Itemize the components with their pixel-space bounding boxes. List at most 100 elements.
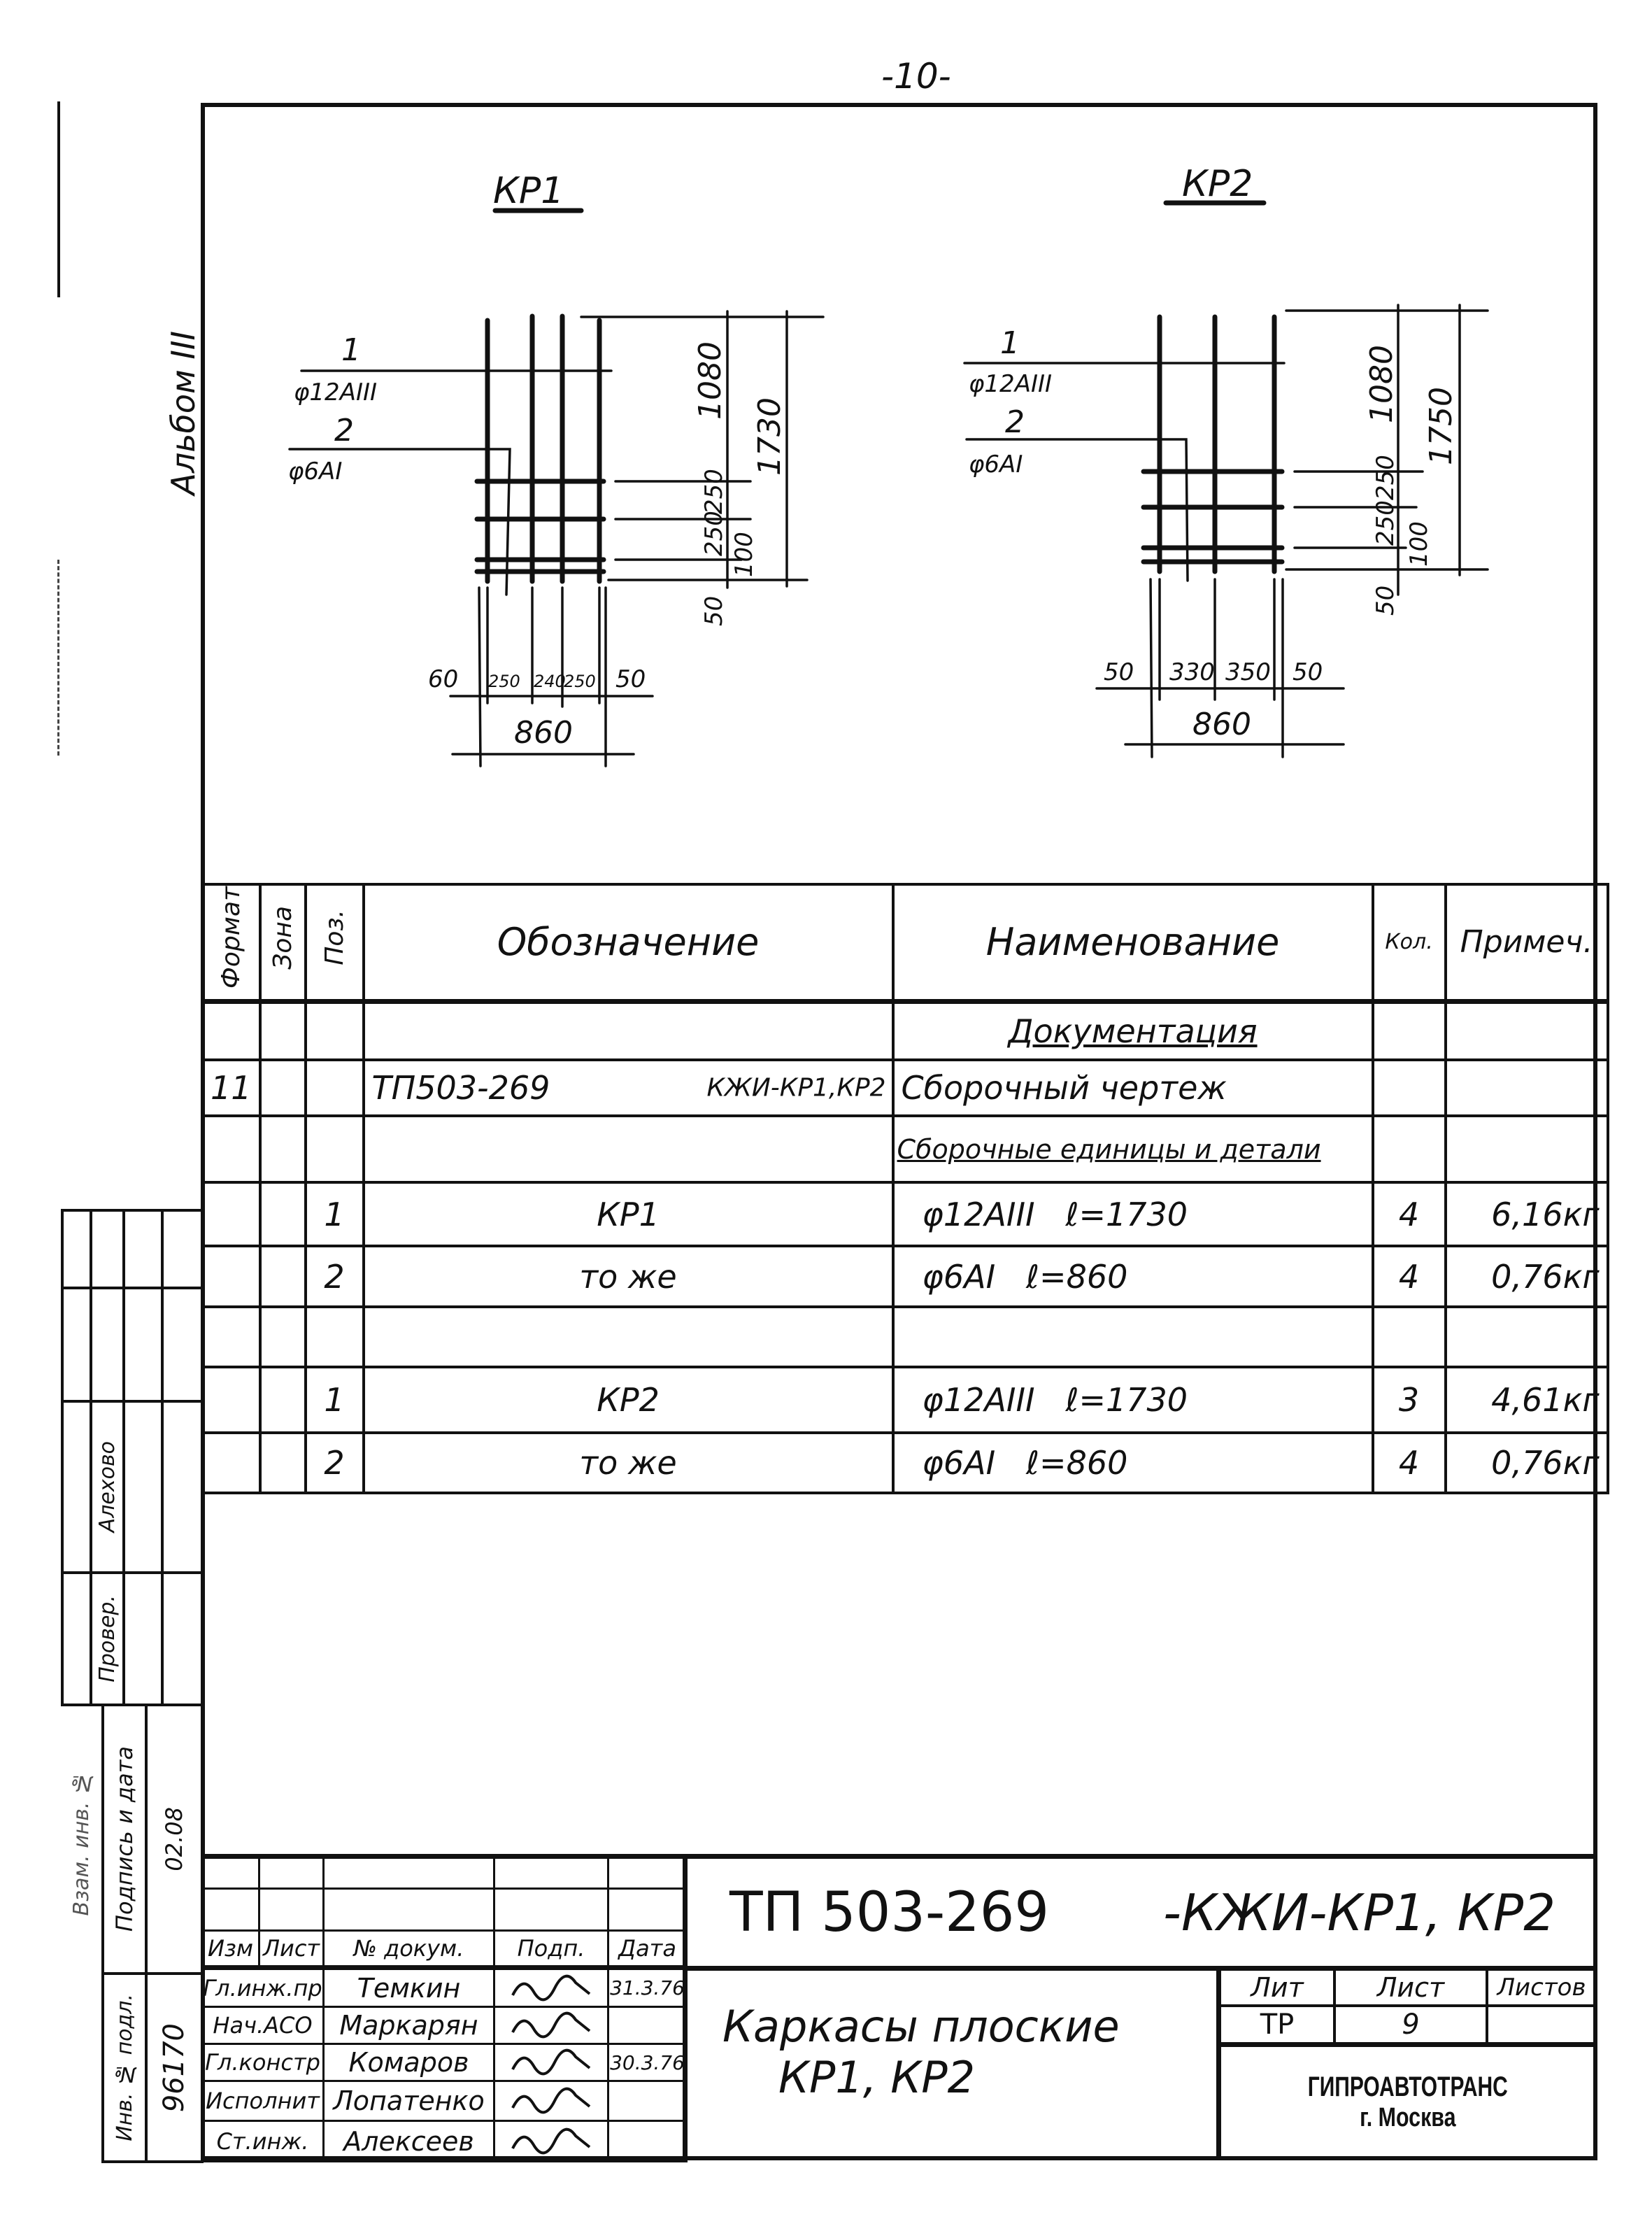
stamp-cell <box>201 1888 260 1932</box>
signer-date <box>607 2006 688 2045</box>
cell-designation: то же <box>362 1245 895 1308</box>
side-stamp-cell <box>122 1571 164 1706</box>
stamp-cell <box>493 1854 609 1890</box>
cell-designation: КР1 <box>362 1181 895 1247</box>
kp2-dim-h: 330 <box>1169 658 1215 686</box>
kp2-pos-1: 1 <box>1000 325 1020 361</box>
cell-note: 6,16кг <box>1444 1181 1609 1247</box>
sheets-label: Листов <box>1486 1968 1597 2007</box>
kp2-bar-1: φ12AIII <box>969 370 1052 398</box>
stamp-cell <box>607 1854 688 1890</box>
kp1-dim-bottom: 50 <box>700 596 728 626</box>
signer-role: Гл.констр <box>201 2043 325 2082</box>
side-stamp-cell <box>90 1287 125 1403</box>
side-stamp-cell <box>161 1287 204 1403</box>
stamp-cell <box>607 1888 688 1932</box>
cell-qty: 4 <box>1371 1431 1447 1494</box>
spec-row: Документация <box>201 1000 1609 1061</box>
signature-icon <box>511 2087 591 2114</box>
header-qty: Кол. <box>1371 883 1447 1004</box>
signer-role: Ст.инж. <box>201 2120 325 2162</box>
replace-inv-label-text: Взам. инв. № <box>69 1771 94 1916</box>
kp2-dim-step: 100 <box>1405 521 1433 567</box>
lit-value: ТР <box>1218 2004 1336 2045</box>
header-note: Примеч. <box>1444 883 1609 1004</box>
cell-qty: 3 <box>1371 1366 1447 1434</box>
organization-city: г. Москва <box>1360 2103 1456 2132</box>
designation-suffix: КЖИ-КР1,КР2 <box>706 1073 886 1103</box>
signer-role: Гл.инж.пр <box>201 1968 325 2008</box>
stamp-cell <box>258 1888 325 1932</box>
stamp-cell <box>322 1888 495 1932</box>
cell-name: Документация <box>891 1000 1374 1061</box>
cell-designation <box>362 1114 895 1184</box>
page-number: -10- <box>881 56 951 97</box>
kp1-dim-h: 240 <box>534 672 566 691</box>
designation-text: КР1 <box>597 1195 660 1233</box>
cell-qty <box>1371 1000 1447 1061</box>
header-designation: Обозначение <box>362 883 895 1004</box>
kp1-leader-2 <box>288 448 511 596</box>
signature-scribble <box>493 2006 609 2045</box>
kp2-dim-h: 50 <box>1104 658 1134 686</box>
cell-designation <box>362 1000 895 1061</box>
stamp-header-doc_no: № докум. <box>322 1929 495 1970</box>
signature-scribble <box>493 2120 609 2162</box>
stamp-header-date: Дата <box>607 1929 688 1970</box>
cell-name: φ6AI ℓ=860 <box>891 1245 1374 1308</box>
side-stamp-cell <box>161 1400 204 1574</box>
side-stamp-cell <box>161 1571 204 1706</box>
cell-zone <box>258 1366 307 1434</box>
signer-date: 30.3.76 <box>607 2043 688 2082</box>
cell-format <box>201 1431 262 1494</box>
cell-qty <box>1371 1114 1447 1184</box>
cell-name: φ12AIII ℓ=1730 <box>891 1181 1374 1247</box>
side-stamp-cell <box>122 1209 164 1289</box>
kp1-pos-2: 2 <box>334 413 354 448</box>
side-stamp-cell <box>61 1287 92 1403</box>
signer-role: Исполнит <box>201 2080 325 2122</box>
side-stamp-cell <box>90 1209 125 1289</box>
reinforcement-drawings: КР1 1 φ12AIII 2 φ6AI 1080 1730 2 <box>288 163 1489 767</box>
kp2-pos-2: 2 <box>1005 404 1025 440</box>
cell-zone <box>258 1114 307 1184</box>
sheet-value: 9 <box>1333 2004 1488 2045</box>
cell-pos: 2 <box>304 1431 365 1494</box>
signature-scribble <box>493 2080 609 2122</box>
cell-pos: 1 <box>304 1181 365 1247</box>
signer-name: Маркарян <box>322 2006 495 2045</box>
signer-name: Комаров <box>322 2043 495 2082</box>
cell-zone <box>258 1431 307 1494</box>
checked-name-text: Алехово <box>95 1441 120 1533</box>
cell-pos <box>304 1114 365 1184</box>
kp1-title: КР1 <box>493 170 564 212</box>
organization-name: ГИПРОАВТОТРАНС <box>1307 2071 1509 2102</box>
signer-date <box>607 2080 688 2122</box>
checked-label: Провер. <box>90 1571 125 1706</box>
cell-note <box>1444 1114 1609 1184</box>
cell-format <box>201 1181 262 1247</box>
side-stamp-cell <box>61 1400 92 1574</box>
cell-name: φ12AIII ℓ=1730 <box>891 1366 1374 1434</box>
signature-icon <box>511 2127 591 2154</box>
sign-date-value: 02.08 <box>145 1704 204 1975</box>
doc-code-cell: ТП 503-269 -КЖИ-КР1, КР2 <box>683 1854 1597 1971</box>
cell-note: 0,76кг <box>1444 1431 1609 1494</box>
kp2-dim-h: 350 <box>1225 658 1271 686</box>
sign-date-label-text: Подпись и дата <box>111 1746 138 1932</box>
kp2-leader-2 <box>965 438 1189 582</box>
doc-name-line1: Каркасы плоские <box>722 2001 1120 2052</box>
kp1-dim-1080: 1080 <box>692 341 728 420</box>
kp2-dim-bottom: 50 <box>1372 586 1400 616</box>
cell-pos <box>304 1305 365 1368</box>
cell-zone <box>258 1058 307 1117</box>
side-stamp-cell <box>122 1287 164 1403</box>
signer-role: Нач.АСО <box>201 2006 325 2045</box>
doc-name-cell: Каркасы плоские КР1, КР2 <box>683 1966 1221 2160</box>
specification-table: Формат Зона Поз. Обозначение Наименовани… <box>201 883 1609 1494</box>
signature-icon <box>511 1974 591 2001</box>
